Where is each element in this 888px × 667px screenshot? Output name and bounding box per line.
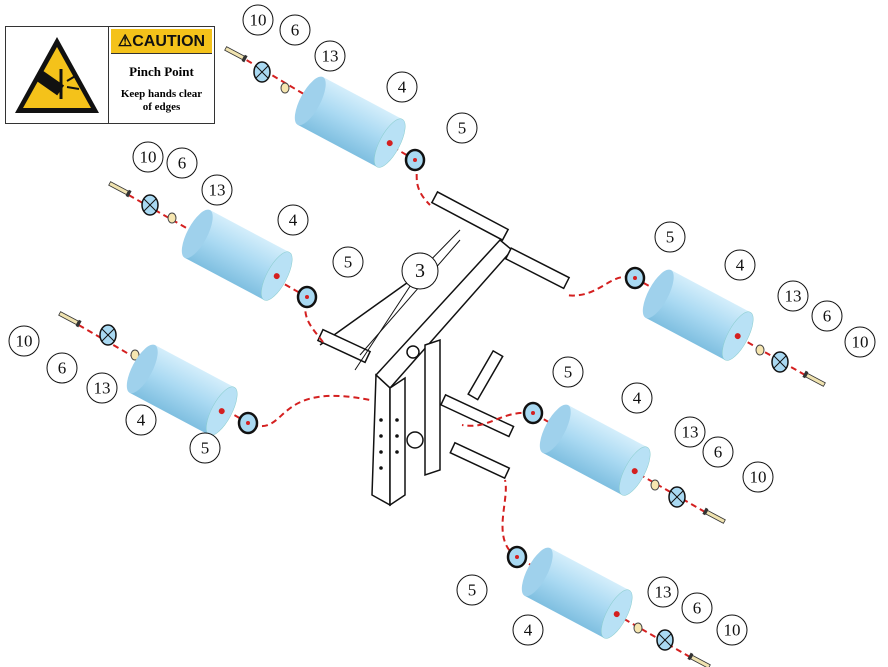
- callout-5: 5: [458, 119, 467, 138]
- callout-10: 10: [852, 333, 869, 352]
- callout-5: 5: [564, 363, 573, 382]
- caution-header: ⚠CAUTION: [111, 29, 212, 54]
- callout-13: 13: [94, 379, 111, 398]
- bench-frame: [316, 190, 571, 507]
- callout-5: 5: [666, 228, 675, 247]
- adjustment-holes: [379, 418, 399, 470]
- callout-13: 13: [209, 181, 226, 200]
- roller-assembly-6: [506, 542, 712, 667]
- callout-5: 5: [201, 439, 210, 458]
- callout-10: 10: [750, 468, 767, 487]
- callouts: [8, 4, 876, 646]
- callout-6: 6: [58, 359, 67, 378]
- callout-10: 10: [140, 148, 157, 167]
- callout-3: 3: [415, 260, 425, 282]
- callout-4: 4: [289, 211, 298, 230]
- callout-6: 6: [823, 307, 832, 326]
- callout-6: 6: [693, 599, 702, 618]
- callout-10: 10: [250, 11, 267, 30]
- callout-4: 4: [137, 411, 146, 430]
- callout-6: 6: [714, 443, 723, 462]
- callout-4: 4: [398, 78, 407, 97]
- caution-title: Pinch Point: [129, 64, 194, 79]
- callout-13: 13: [655, 583, 672, 602]
- callout-10: 10: [724, 621, 741, 640]
- callout-10: 10: [16, 332, 33, 351]
- callout-4: 4: [633, 389, 642, 408]
- callout-13: 13: [682, 423, 699, 442]
- callout-6: 6: [178, 154, 187, 173]
- callout-5: 5: [468, 581, 477, 600]
- callout-13: 13: [785, 287, 802, 306]
- callout-6: 6: [291, 21, 300, 40]
- callout-13: 13: [322, 47, 339, 66]
- callout-labels: 3 10 6 13 4 5 10 6 13 4 5 10 6 13 4 5 5 …: [16, 11, 869, 640]
- callout-4: 4: [524, 621, 533, 640]
- callout-5: 5: [344, 253, 353, 272]
- pinch-warning-icon: [6, 27, 109, 123]
- callout-4: 4: [736, 256, 745, 275]
